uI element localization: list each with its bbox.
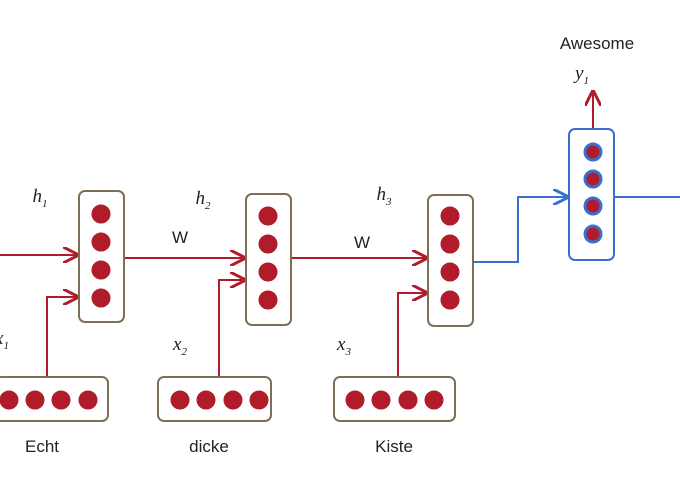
output-word: Awesome [559, 34, 635, 53]
x3-neuron [345, 390, 365, 410]
x3-neuron [424, 390, 444, 410]
x2-label: x2 [173, 334, 187, 358]
x2-to-h2-arrow [218, 280, 244, 377]
x1-neuron [0, 390, 19, 410]
x3-embedding-box [333, 376, 456, 422]
output-neuron [583, 224, 603, 244]
h3-neuron [440, 234, 460, 254]
word-echt: Echt [24, 437, 60, 456]
h2-neuron [258, 290, 278, 310]
y1-label: y1 [575, 63, 589, 87]
x3-neuron [398, 390, 418, 410]
h3-label: h3 [376, 184, 392, 208]
x2-neuron [170, 390, 190, 410]
h2-neuron [258, 234, 278, 254]
x2-neuron [223, 390, 243, 410]
x3-label: x3 [337, 334, 351, 358]
h1-neuron [91, 260, 111, 280]
h3-layer-box [427, 194, 474, 327]
x2-neuron [249, 390, 269, 410]
x3-neuron [371, 390, 391, 410]
x2-neuron [196, 390, 216, 410]
output-neuron [583, 196, 603, 216]
word-kiste: Kiste [375, 437, 413, 456]
weight-label-2: W [353, 233, 371, 252]
h3-to-output-arrow [473, 197, 567, 263]
h1-neuron [91, 232, 111, 252]
x1-neuron [51, 390, 71, 410]
output-layer-box [568, 128, 615, 261]
x1-to-h1-arrow [46, 297, 77, 377]
h2-neuron [258, 206, 278, 226]
h1-neuron [91, 204, 111, 224]
word-dicke: dicke [189, 437, 229, 456]
x1-neuron [78, 390, 98, 410]
h1-neuron [91, 288, 111, 308]
x1-label: x1 [0, 328, 9, 352]
h1-label: h1 [32, 186, 48, 210]
h3-neuron [440, 206, 460, 226]
h3-neuron [440, 262, 460, 282]
h2-layer-box [245, 193, 292, 326]
output-neuron [583, 142, 603, 162]
x3-to-h3-arrow [397, 293, 426, 377]
output-neuron [583, 169, 603, 189]
h1-layer-box [78, 190, 125, 323]
x1-neuron [25, 390, 45, 410]
h2-neuron [258, 262, 278, 282]
h2-label: h2 [195, 188, 211, 212]
h3-neuron [440, 290, 460, 310]
weight-label-1: W [171, 228, 189, 247]
